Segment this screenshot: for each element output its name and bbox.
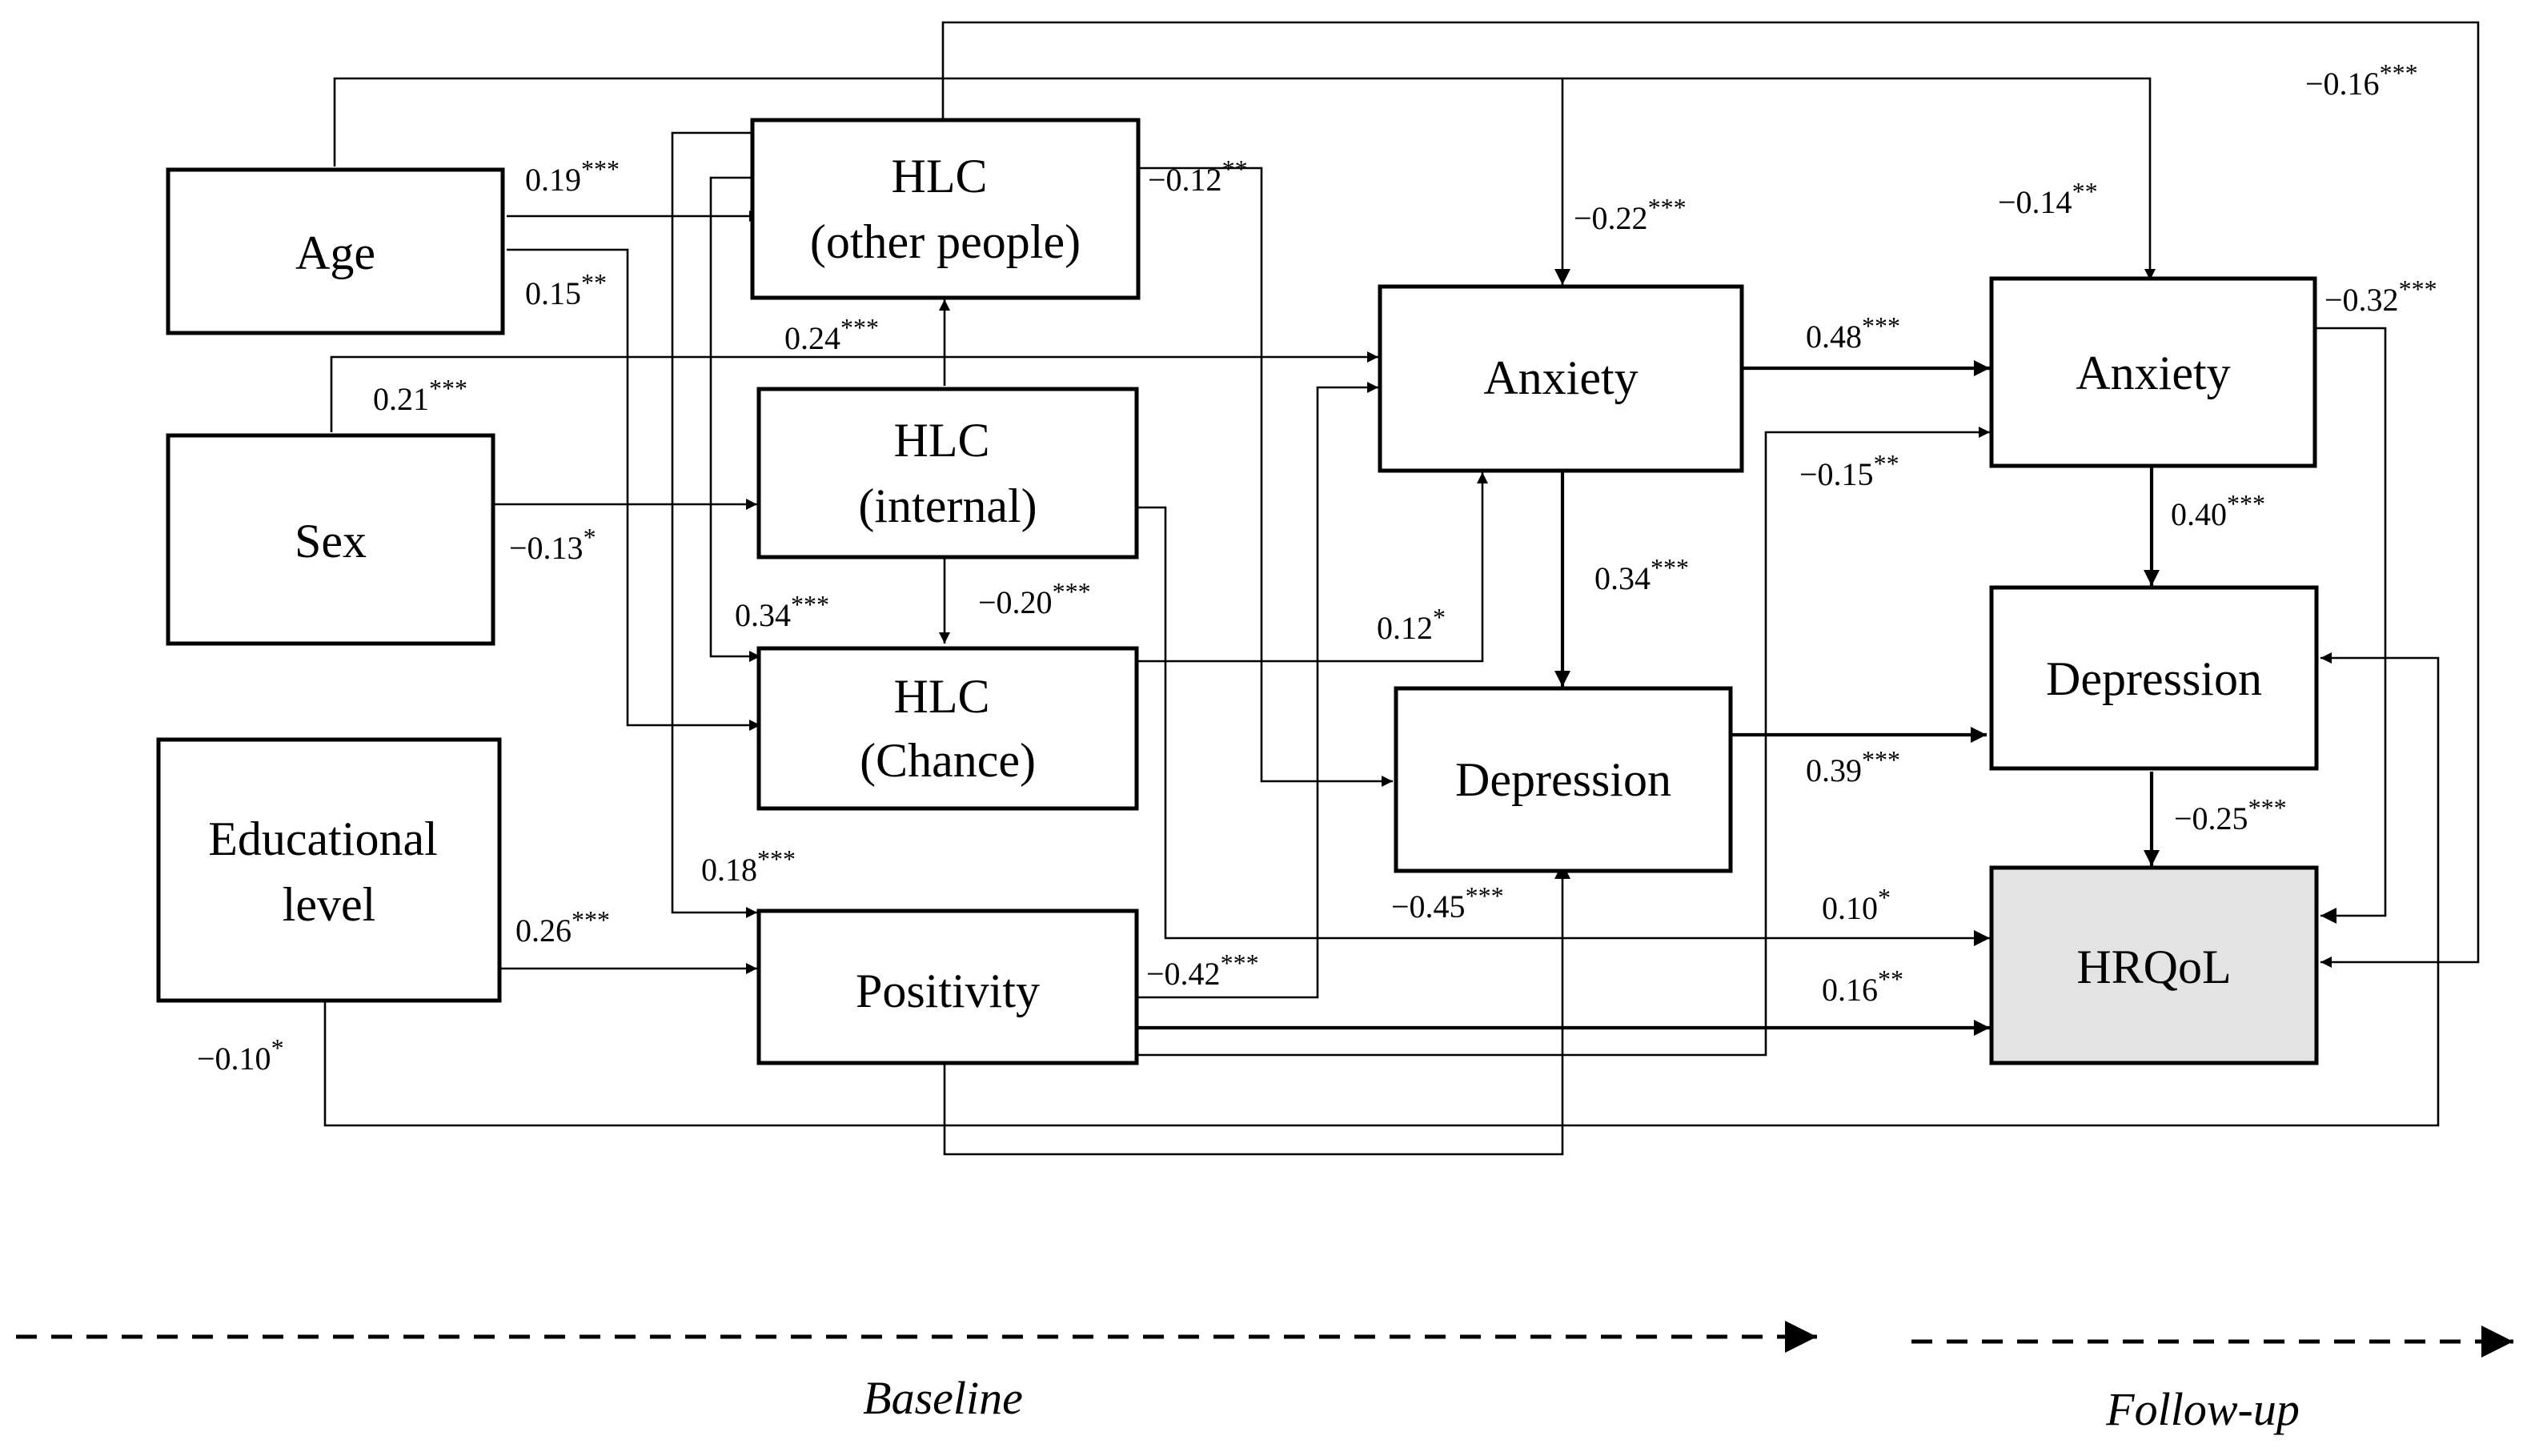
coef-other-dep-base: −0.12** <box>1148 154 1248 198</box>
node-hlc-other-people <box>750 118 1141 300</box>
coef-anx-base-dep-base: 0.34*** <box>1594 553 1689 596</box>
nodes: Age Sex Educational level HLC (other peo… <box>156 118 2319 1065</box>
path-coefficients: 0.19*** 0.15** −0.14** −0.16*** 0.21*** … <box>197 58 2437 1077</box>
coef-edu-dep-fu: −0.10* <box>197 1033 284 1077</box>
arrow-hlc-other-positivity <box>671 131 757 918</box>
coef-internal-other: 0.24*** <box>784 313 879 356</box>
coef-anx-base-anx-fu: 0.48*** <box>1806 311 1900 355</box>
node-positivity <box>756 908 1139 1065</box>
coef-other-positivity: 0.18*** <box>701 844 796 888</box>
coef-other-chance: 0.34*** <box>735 590 829 633</box>
node-hrqol-label: HRQoL <box>2076 941 2231 993</box>
coef-age-hlc-chance: 0.15** <box>525 268 607 311</box>
coef-positivity-hrqol: 0.16** <box>1822 965 1903 1008</box>
arrow-edu-dep-fu <box>323 652 2440 1127</box>
arrow-positivity-dep-base <box>943 863 1570 1156</box>
node-hlc-other-people-label: HLC (other people) <box>810 150 1081 268</box>
coef-sex-hlc-chance: −0.13* <box>509 523 596 566</box>
node-educational-level <box>156 737 502 1003</box>
arrow-sex-anx-base <box>330 351 1378 432</box>
node-depression-baseline-label: Depression <box>1455 753 1671 806</box>
arrow-age-hlc-chance <box>507 248 760 731</box>
coef-positivity-anx-fu: −0.15** <box>1799 449 1899 492</box>
coef-age-anx-fu: −0.14** <box>1998 177 2098 220</box>
coef-age-hlc-other: 0.19*** <box>525 154 620 198</box>
node-educational-level-label: Educational level <box>208 812 450 931</box>
node-hlc-chance <box>756 646 1139 811</box>
coef-anx-fu-dep-fu: 0.40*** <box>2171 489 2265 532</box>
coef-dep-base-dep-fu: 0.39*** <box>1806 745 1900 788</box>
coef-age-hrqol: −0.16*** <box>2305 58 2418 102</box>
node-age-label: Age <box>295 227 375 279</box>
node-depression-baseline <box>1394 686 1733 873</box>
arrow-hlc-other-dep-base <box>1135 166 1393 787</box>
node-hlc-chance-label: HLC (Chance) <box>860 670 1036 787</box>
arrow-age-hrqol <box>941 21 2480 968</box>
node-hrqol <box>1989 865 2319 1065</box>
coef-positivity-anx-base: −0.42*** <box>1146 949 1259 992</box>
node-anxiety-followup-label: Anxiety <box>2076 347 2230 399</box>
node-sex-label: Sex <box>295 515 367 568</box>
coef-internal-hrqol: 0.10* <box>1822 883 1891 926</box>
coef-internal-chance: −0.20*** <box>978 577 1091 620</box>
node-hlc-internal <box>756 387 1139 560</box>
arrow-hlc-internal-hrqol <box>1129 506 1990 946</box>
time-axis: Baseline Follow-up <box>16 1321 2513 1435</box>
coef-sex-anx-base: 0.21*** <box>373 374 467 417</box>
node-age <box>166 167 505 335</box>
coef-other-anx-base: −0.22*** <box>1574 193 1687 236</box>
arrow-hlc-other-chance <box>709 176 760 662</box>
baseline-label: Baseline <box>863 1372 1023 1424</box>
node-sex <box>166 433 495 646</box>
node-anxiety-followup <box>1989 276 2317 468</box>
coef-positivity-dep-base: −0.45*** <box>1391 881 1504 925</box>
connectors <box>323 21 2480 1156</box>
arrow-age-anx-fu <box>333 77 2156 280</box>
coef-edu-positivity: 0.26*** <box>515 905 610 949</box>
coef-chance-anx-base: 0.12* <box>1377 603 1446 646</box>
node-hlc-internal-label: HLC (internal) <box>858 414 1037 532</box>
coef-anx-fu-hrqol: −0.32*** <box>2324 275 2437 318</box>
node-positivity-label: Positivity <box>856 965 1040 1017</box>
node-depression-followup <box>1989 585 2319 771</box>
coef-dep-fu-hrqol: −0.25*** <box>2174 793 2287 836</box>
arrow-anx-fu-hrqol <box>2313 327 2387 924</box>
arrow-positivity-anx-fu <box>1138 427 1990 1057</box>
arrow-hlc-chance-anx-base <box>1138 472 1488 663</box>
node-anxiety-baseline <box>1378 284 1744 473</box>
node-anxiety-baseline-label: Anxiety <box>1483 351 1638 404</box>
arrow-positivity-anx-base <box>1138 382 1378 999</box>
node-depression-followup-label: Depression <box>2046 652 2262 705</box>
followup-label: Follow-up <box>2105 1383 2300 1435</box>
